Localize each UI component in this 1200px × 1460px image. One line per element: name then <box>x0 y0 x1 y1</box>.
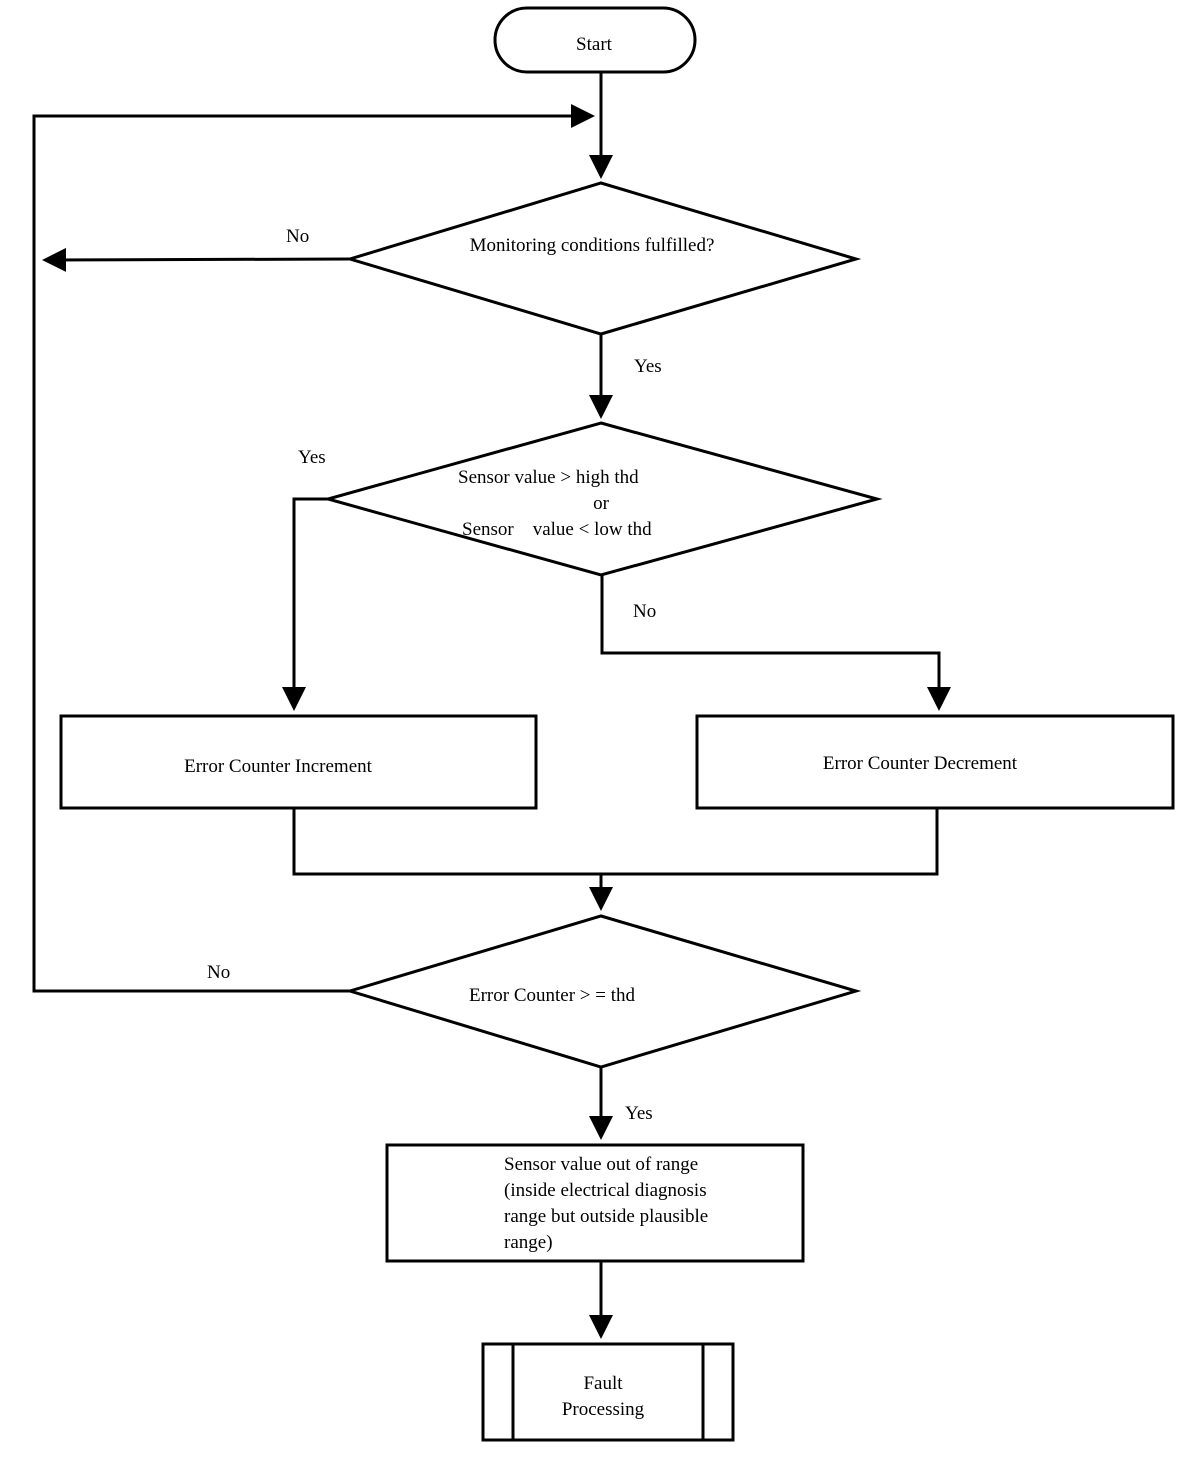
monitoring-no-label: No <box>286 226 309 247</box>
threshold-decision-line2: or <box>593 493 610 514</box>
out-of-range-box <box>385 1143 805 1263</box>
start-label: Start <box>576 34 613 55</box>
loop-back-line <box>32 104 595 993</box>
decrement-label: Error Counter Decrement <box>823 753 1018 774</box>
increment-box <box>59 714 538 810</box>
counter-decision-label: Error Counter > = thd <box>469 985 636 1006</box>
monitoring-decision <box>344 181 862 336</box>
arrow-monitoring-no <box>42 247 351 272</box>
out-of-range-line1: Sensor value out of range <box>504 1154 698 1175</box>
threshold-decision-line3: Sensor value < low thd <box>462 519 652 540</box>
monitoring-yes-label: Yes <box>634 356 662 377</box>
monitoring-decision-label: Monitoring conditions fulfilled? <box>470 235 715 256</box>
fault-processing-line1: Fault <box>583 1373 623 1394</box>
counter-no-label: No <box>207 962 230 983</box>
merge-line <box>292 808 939 876</box>
start-terminal <box>493 6 697 74</box>
fault-processing-box <box>481 1342 735 1442</box>
arrow-threshold-no <box>600 575 951 711</box>
out-of-range-line4: range) <box>504 1232 553 1253</box>
threshold-yes-label: Yes <box>298 447 326 468</box>
decrement-box <box>695 714 1175 810</box>
arrow-threshold-yes <box>282 497 328 711</box>
threshold-no-label: No <box>633 601 656 622</box>
counter-yes-label: Yes <box>625 1103 653 1124</box>
increment-label: Error Counter Increment <box>184 756 373 777</box>
threshold-decision-line1: Sensor value > high thd <box>458 467 639 488</box>
out-of-range-line2: (inside electrical diagnosis <box>504 1180 707 1201</box>
out-of-range-line3: range but outside plausible <box>504 1206 708 1227</box>
fault-processing-line2: Processing <box>562 1399 645 1420</box>
